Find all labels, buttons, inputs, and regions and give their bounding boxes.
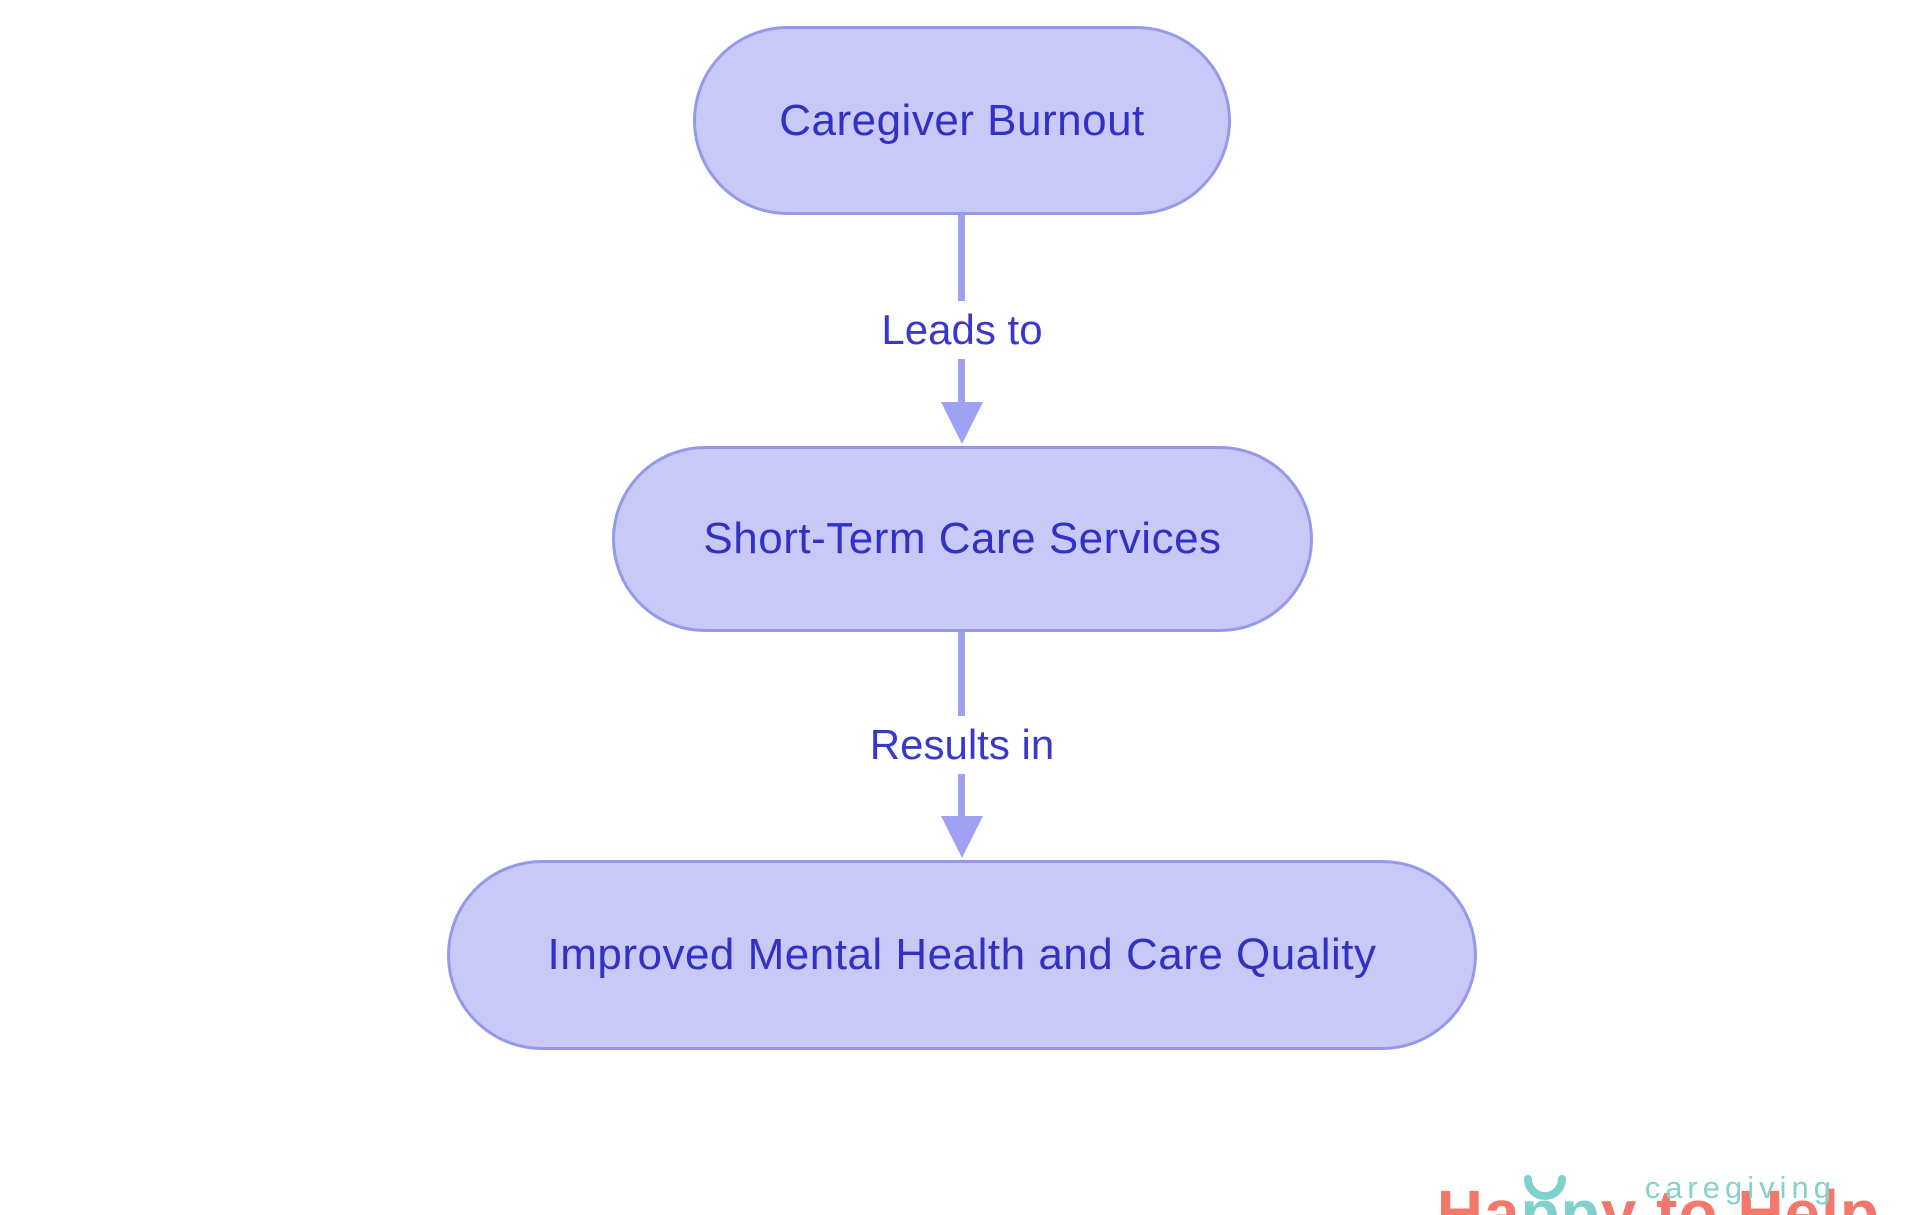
edge-label-leads-to: Leads to xyxy=(867,301,1057,359)
arrowhead-icon xyxy=(941,402,983,444)
node-improved-mental-health: Improved Mental Health and Care Quality xyxy=(447,860,1477,1050)
logo-tagline: caregiving xyxy=(1644,1170,1836,1205)
smile-icon xyxy=(1524,1175,1566,1200)
node-short-term-care-services: Short-Term Care Services xyxy=(612,446,1313,632)
node-caregiver-burnout: Caregiver Burnout xyxy=(693,26,1231,215)
arrowhead-icon xyxy=(941,816,983,858)
happy-to-help-logo: Happy to Help caregiving xyxy=(1420,1108,1880,1215)
node-label: Improved Mental Health and Care Quality xyxy=(547,930,1377,979)
edge-label-results-in: Results in xyxy=(855,716,1069,774)
node-label: Caregiver Burnout xyxy=(779,95,1145,145)
node-label: Short-Term Care Services xyxy=(703,514,1222,563)
wordmark-segment: to Help xyxy=(1637,1177,1880,1215)
logo-wordmark: Happy to Help xyxy=(1324,1108,1880,1215)
wordmark-segment: y xyxy=(1600,1177,1638,1215)
wordmark-segment: Ha xyxy=(1436,1177,1521,1215)
